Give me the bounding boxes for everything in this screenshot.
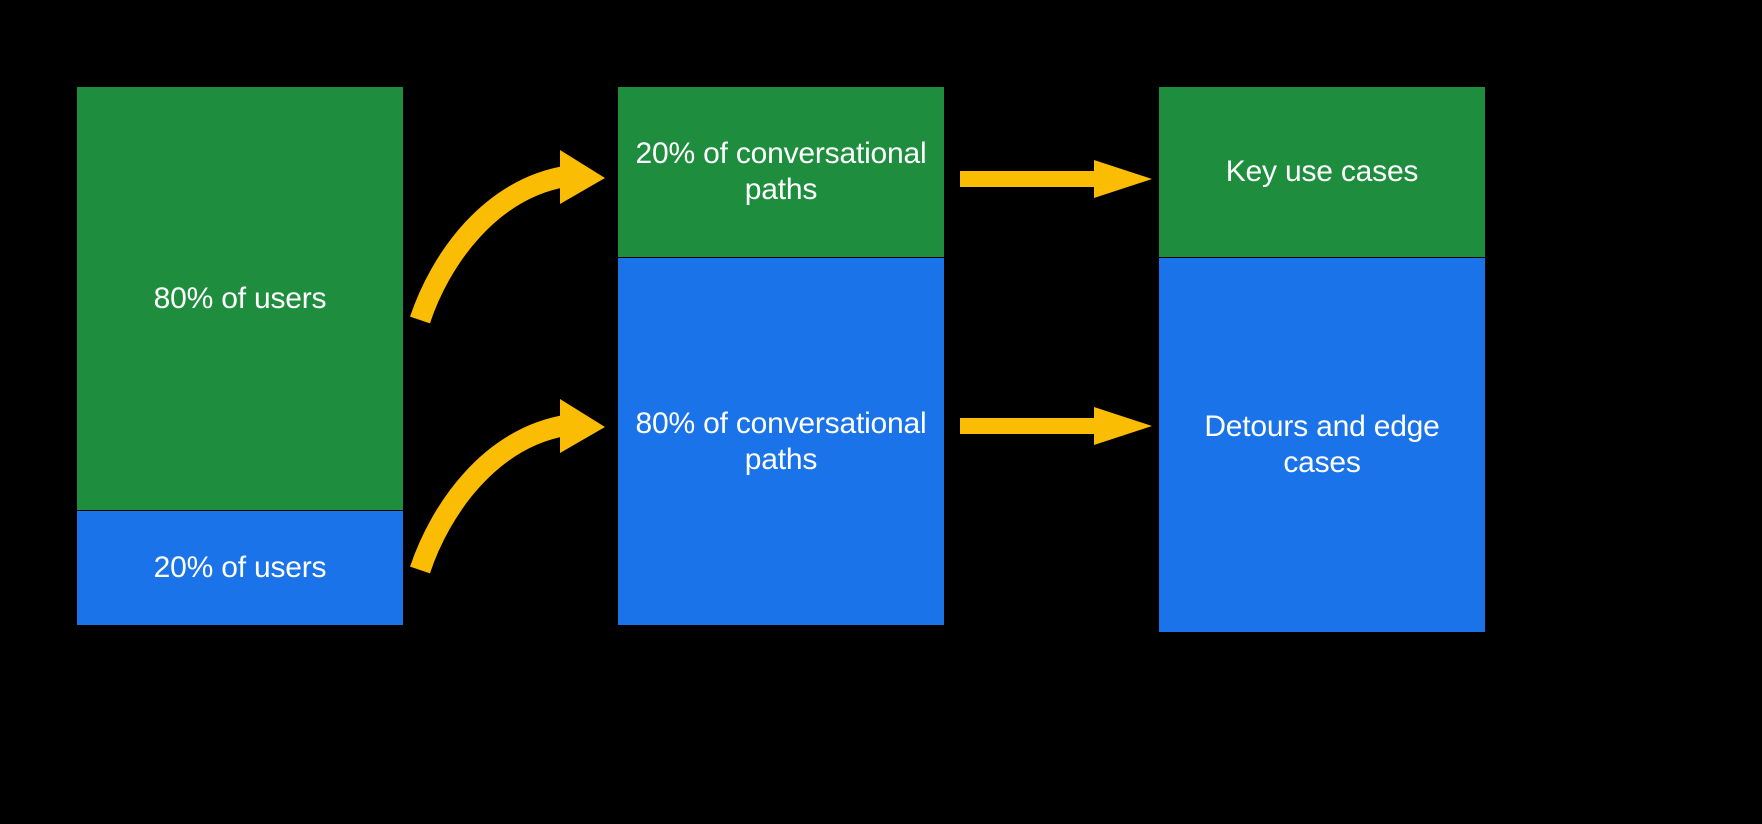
column-paths-segment-majority-label: 80% of conversational paths <box>635 406 927 476</box>
column-outcomes-segment-detours: Detours and edge cases <box>1159 258 1485 632</box>
column-users-segment-minority-label: 20% of users <box>153 551 327 584</box>
column-users-segment-minority: 20% of users <box>77 511 403 625</box>
column-users-segment-majority-label: 80% of users <box>153 281 327 315</box>
column-paths-segment-majority: 80% of conversational paths <box>618 258 944 625</box>
straight-arrow-icon-top <box>960 160 1152 198</box>
curved-arrow-icon-top <box>410 150 605 324</box>
column-outcomes-segment-key-use-cases: Key use cases <box>1159 87 1485 257</box>
column-outcomes-segment-detours-label: Detours and edge cases <box>1204 410 1440 479</box>
straight-arrow-icon-bottom <box>960 407 1152 445</box>
column-users-segment-majority: 80% of users <box>77 87 403 510</box>
column-outcomes-segment-key-use-cases-label: Key use cases <box>1225 155 1419 188</box>
curved-arrow-icon-bottom <box>410 399 605 574</box>
column-paths-segment-minority-label: 20% of conversational paths <box>635 137 927 206</box>
column-paths-segment-minority: 20% of conversational paths <box>618 87 944 257</box>
